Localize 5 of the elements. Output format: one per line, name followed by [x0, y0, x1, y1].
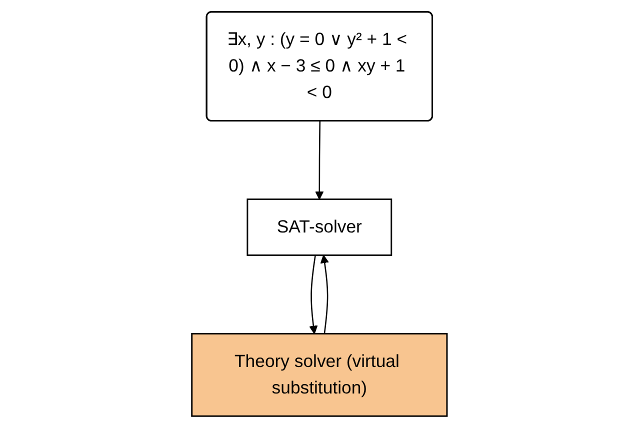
node-box: Theory solver (virtual substitution)	[190, 332, 448, 417]
arrow	[308, 255, 318, 334]
arrow	[314, 121, 324, 200]
node-box: SAT-solver	[246, 198, 392, 256]
arrow	[320, 254, 328, 334]
